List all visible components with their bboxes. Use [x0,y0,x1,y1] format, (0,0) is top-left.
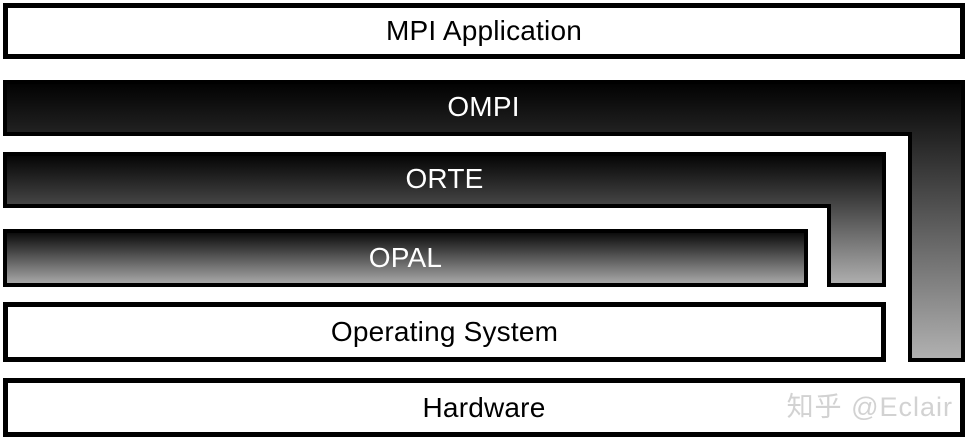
orte-layer-shape [3,152,886,287]
ompi-layer-shape [3,80,965,362]
hardware-box [3,378,965,437]
mpi-application-box [3,3,965,59]
opal-layer-shape [3,229,808,287]
operating-system-box [3,302,886,362]
